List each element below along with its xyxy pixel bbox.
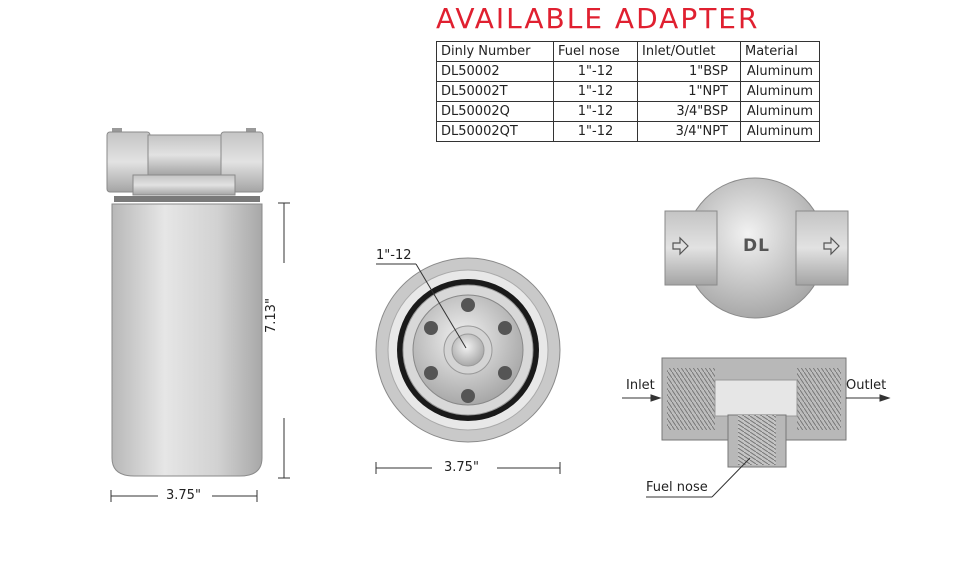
cell-material: Aluminum xyxy=(740,121,820,142)
thread-size-label: 1"-12 xyxy=(376,248,412,263)
cell-inlet-outlet: 1"BSP xyxy=(637,61,741,82)
outlet-label: Outlet xyxy=(846,378,887,393)
filter-head-cap-left xyxy=(112,128,122,133)
side-width-dimension-label: 3.75" xyxy=(166,488,201,503)
thread-leader-line xyxy=(415,263,467,349)
inlet-arrow-icon xyxy=(672,236,689,256)
filter-head-body xyxy=(147,134,224,176)
filter-head-neck xyxy=(132,174,236,196)
outlet-arrow-icon xyxy=(823,236,840,256)
height-dimension xyxy=(278,202,290,479)
fuel-nose-label: Fuel nose xyxy=(646,480,708,495)
inlet-label: Inlet xyxy=(626,378,655,393)
filter-section-view xyxy=(661,357,847,468)
flow-arrows xyxy=(622,394,891,402)
cell-number: DL50002 xyxy=(436,61,554,82)
top-right-port xyxy=(795,210,849,286)
header-dinly-number: Dinly Number xyxy=(436,41,554,62)
page-title: AVAILABLE ADAPTER xyxy=(436,2,760,35)
bottom-width-dimension-label: 3.75" xyxy=(444,460,479,475)
bottom-hole xyxy=(424,366,438,380)
filter-canister xyxy=(111,203,263,477)
cell-number: DL50002QT xyxy=(436,121,554,142)
bottom-hole xyxy=(498,366,512,380)
filter-head-cap-right xyxy=(246,128,256,133)
table-row: DL50002QT 1"-12 3/4"NPT Aluminum xyxy=(436,121,820,142)
cell-inlet-outlet: 3/4"BSP xyxy=(637,101,741,122)
section-outlet-bore xyxy=(797,368,841,430)
section-nose-bore xyxy=(738,415,776,465)
bottom-hole xyxy=(461,298,475,312)
cell-material: Aluminum xyxy=(740,81,820,102)
filter-seal-ring xyxy=(114,196,260,202)
dl-logo: DL xyxy=(743,236,770,256)
header-material: Material xyxy=(740,41,820,62)
bottom-hole xyxy=(424,321,438,335)
fuel-nose-leader-line xyxy=(711,457,751,498)
bottom-center-bore xyxy=(451,333,485,367)
side-width-dimension xyxy=(110,490,258,502)
bottom-hole xyxy=(498,321,512,335)
adapter-table: Dinly Number Fuel nose Inlet/Outlet Mate… xyxy=(436,41,820,142)
table-header-row: Dinly Number Fuel nose Inlet/Outlet Mate… xyxy=(436,41,820,62)
filter-side-view xyxy=(106,128,264,477)
bottom-width-dimension xyxy=(375,462,561,474)
section-inner-channel xyxy=(714,379,798,417)
height-dimension-label: 7.13" xyxy=(264,298,279,333)
top-left-port xyxy=(664,210,718,286)
table-row: DL50002Q 1"-12 3/4"BSP Aluminum xyxy=(436,101,820,122)
filter-top-view xyxy=(664,177,849,319)
table-row: DL50002 1"-12 1"BSP Aluminum xyxy=(436,61,820,82)
bottom-hole xyxy=(461,389,475,403)
filter-bottom-view xyxy=(375,257,561,443)
cell-fuel-nose: 1"-12 xyxy=(553,121,638,142)
section-inlet-bore xyxy=(667,368,715,430)
